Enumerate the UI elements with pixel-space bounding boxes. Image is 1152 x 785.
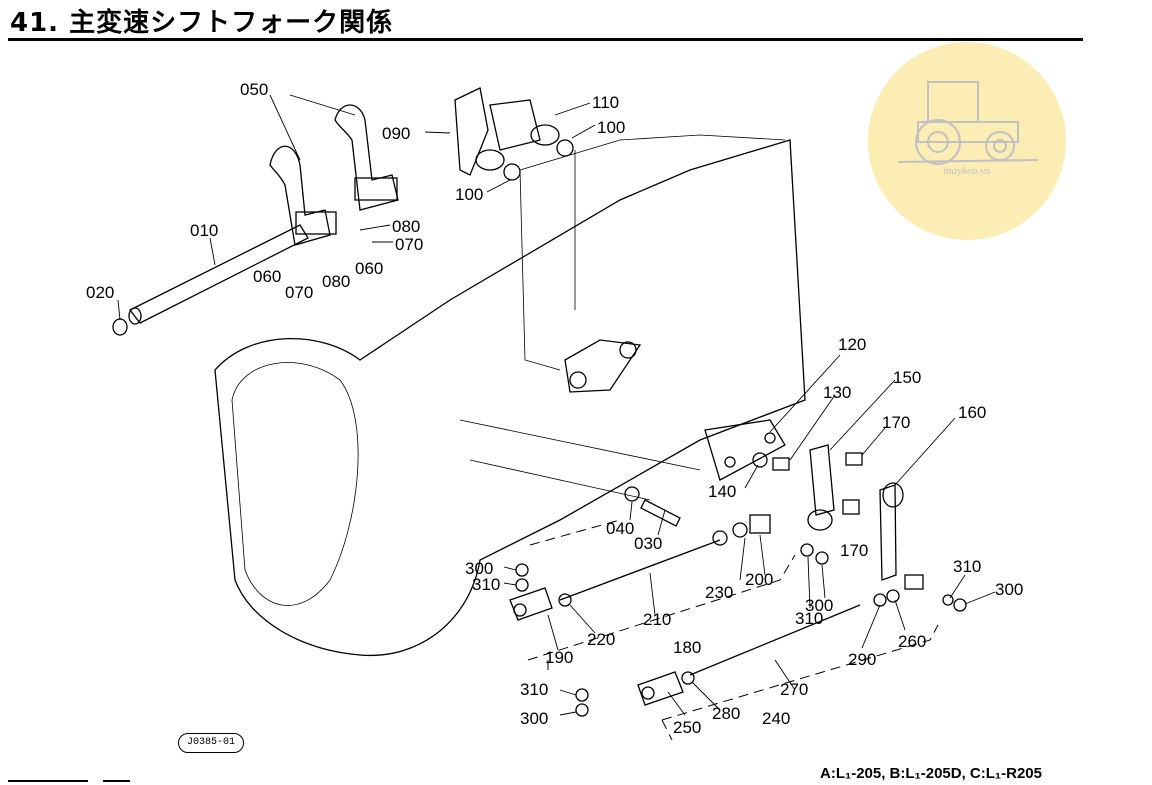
label-190: 190 (545, 648, 573, 667)
tractor-icon (897, 81, 1039, 165)
label-230: 230 (705, 583, 733, 602)
label-080a: 080 (392, 217, 420, 236)
reference-code: J0385-01 (178, 733, 244, 753)
label-310d: 310 (520, 680, 548, 699)
page-title: 41. 主変速シフトフォーク関係 (10, 8, 394, 38)
title-underline (8, 38, 1083, 41)
label-220: 220 (587, 630, 615, 649)
label-040: 040 (606, 519, 634, 538)
lever-160 (879, 482, 904, 581)
shift-fork-050b (334, 104, 399, 211)
bottom-rule-left (8, 780, 88, 782)
label-300d: 300 (520, 709, 548, 728)
label-310c: 310 (953, 557, 981, 576)
label-130: 130 (823, 383, 851, 402)
model-applicability-note: A:L₁-205, B:L₁-205D, C:L₁-R205 (820, 765, 1042, 782)
small-hardware (515, 452, 967, 717)
label-200: 200 (745, 570, 773, 589)
label-050: 050 (240, 80, 268, 99)
label-260: 260 (898, 632, 926, 651)
label-170a: 170 (882, 413, 910, 432)
label-150: 150 (893, 368, 921, 387)
label-280: 280 (712, 704, 740, 723)
label-090: 090 (382, 124, 410, 143)
label-060a: 060 (355, 259, 383, 278)
label-100b: 100 (455, 185, 483, 204)
label-120: 120 (838, 335, 866, 354)
label-100a: 100 (597, 118, 625, 137)
label-310b: 310 (795, 609, 823, 628)
label-310a: 310 (472, 575, 500, 594)
shift-fork-050a (269, 145, 337, 246)
bottom-rule-short (103, 780, 130, 782)
bracket-120 (564, 339, 786, 481)
label-290: 290 (848, 650, 876, 669)
rod-270 (637, 604, 861, 706)
lever-150 (807, 444, 835, 531)
label-180: 180 (673, 638, 701, 657)
label-240: 240 (762, 709, 790, 728)
assembly-outlines (527, 519, 939, 741)
label-270: 270 (780, 680, 808, 699)
label-010: 010 (190, 221, 218, 240)
label-250: 250 (673, 718, 701, 737)
label-060b: 060 (253, 267, 281, 286)
label-300a: 300 (465, 559, 493, 578)
label-070b: 070 (285, 283, 313, 302)
label-170b: 170 (840, 541, 868, 560)
rod-210 (509, 539, 721, 621)
label-030: 030 (634, 534, 662, 553)
label-080b: 080 (322, 272, 350, 291)
shift-arm-090 (454, 87, 574, 181)
label-020: 020 (86, 283, 114, 302)
watermark-text: maykeo.vn (943, 165, 991, 177)
transmission-housing (214, 134, 806, 657)
label-110: 110 (592, 93, 619, 112)
label-140: 140 (708, 482, 736, 501)
label-210: 210 (643, 610, 671, 629)
leader-lines (117, 94, 996, 716)
label-160: 160 (958, 403, 986, 422)
label-070a: 070 (395, 235, 423, 254)
watermark-badge: maykeo.vn (868, 42, 1066, 240)
label-300c: 300 (995, 580, 1023, 599)
label-300b: 300 (805, 596, 833, 615)
